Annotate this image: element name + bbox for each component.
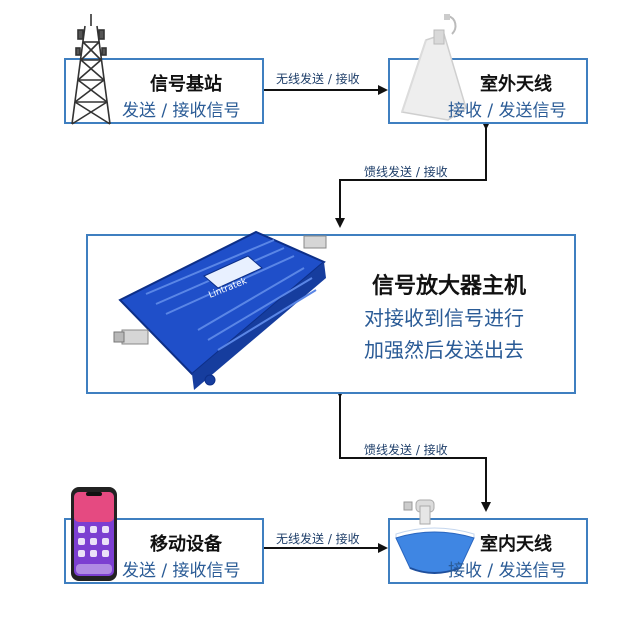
amplifier-line2: 加强然后发送出去 bbox=[364, 338, 524, 362]
mobile-device-title: 移动设备 bbox=[150, 534, 222, 555]
amplifier-title: 信号放大器主机 bbox=[372, 274, 527, 299]
feeder-top-label: 馈线发送 / 接收 bbox=[364, 165, 448, 179]
smartphone-icon bbox=[71, 487, 117, 581]
outdoor-antenna-title: 室外天线 bbox=[480, 74, 552, 95]
outdoor-antenna-subtitle: 接收 / 发送信号 bbox=[448, 101, 567, 121]
base-station-box bbox=[64, 58, 264, 124]
top-wireless-label: 无线发送 / 接收 bbox=[276, 72, 360, 86]
mobile-device-subtitle: 发送 / 接收信号 bbox=[122, 561, 241, 581]
base-station-title: 信号基站 bbox=[150, 74, 222, 95]
amplifier-device-icon: Lintratek bbox=[113, 230, 327, 390]
bottom-wireless-label: 无线发送 / 接收 bbox=[276, 532, 360, 546]
tower-icon bbox=[71, 14, 111, 125]
amplifier-line1: 对接收到信号进行 bbox=[364, 306, 524, 330]
feeder-bottom-label: 馈线发送 / 接收 bbox=[364, 443, 448, 457]
indoor-antenna-subtitle: 接收 / 发送信号 bbox=[448, 561, 567, 581]
base-station-subtitle: 发送 / 接收信号 bbox=[122, 101, 241, 121]
panel-antenna-icon bbox=[401, 14, 467, 121]
feeder-bottom-arrow bbox=[335, 388, 491, 512]
feeder-top-arrow bbox=[335, 120, 491, 228]
ceiling-antenna-icon bbox=[395, 499, 475, 574]
indoor-antenna-title: 室内天线 bbox=[480, 534, 552, 555]
